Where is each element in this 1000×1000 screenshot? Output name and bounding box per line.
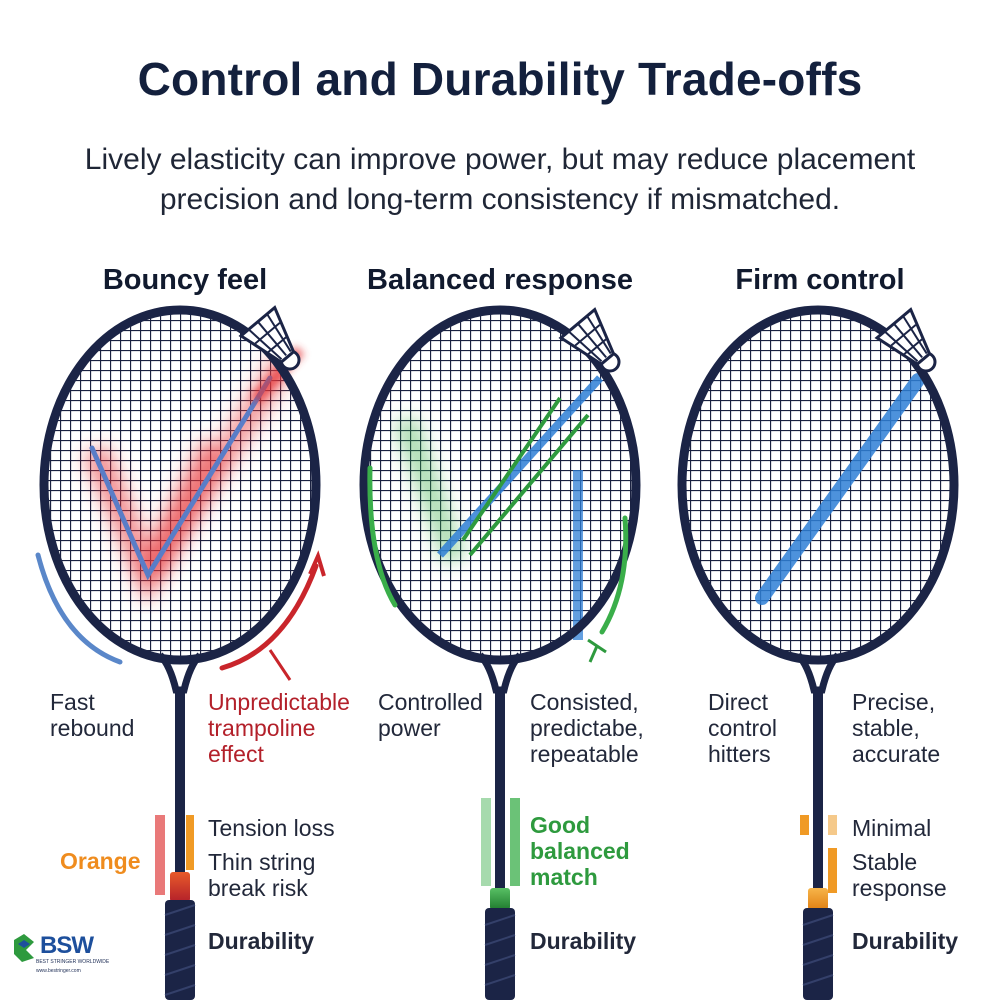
durability-label-firm: Durability: [852, 928, 959, 954]
label-good-balanced-match: Good balanced match: [530, 812, 630, 890]
grip-wrap-bouncy: [164, 904, 196, 996]
shot-path-firm: [755, 373, 925, 605]
label-trampoline-line-3: effect: [208, 741, 264, 767]
shuttlecock-balanced: [558, 307, 621, 373]
label-direct-control: Direct control hitters: [708, 689, 777, 767]
repeatable-pointer: [587, 638, 607, 663]
label-consistent-line-1: Consisted,: [530, 689, 639, 715]
bsw-logo-text: BSW: [40, 932, 94, 959]
page-title: Control and Durability Trade-offs: [137, 53, 863, 105]
power-arrow-2: [468, 413, 590, 557]
durability-bar-2-firm: [828, 815, 837, 835]
label-direct-control-line-1: Direct: [708, 689, 769, 715]
label-trampoline-line-2: trampoline: [208, 715, 316, 741]
subtitle-line-2: precision and long-term consistency if m…: [159, 183, 841, 216]
racket-balanced: [359, 305, 641, 1000]
grip-wrap-firm: [802, 914, 834, 986]
bsw-logo-mark-icon: [14, 934, 34, 962]
subtitle-line-1: Lively elasticity can improve power, but…: [84, 143, 916, 176]
label-tension-loss: Tension loss Thin string break risk: [208, 815, 335, 901]
trampoline-arrow: [308, 550, 326, 577]
shaft-balanced: [495, 688, 505, 888]
shot-path-bouncy: [89, 375, 273, 581]
durability-bar-1-firm: [800, 815, 809, 835]
label-trampoline-effect: Unpredictable trampoline effect: [208, 689, 350, 767]
label-controlled-power-line-2: power: [378, 715, 441, 741]
fast-rebound-arc: [35, 552, 123, 665]
grip-wrap-balanced: [484, 914, 516, 986]
label-fast-rebound-line-1: Fast: [50, 689, 95, 715]
durability-bar-1-balanced: [481, 798, 491, 886]
controlled-power-arc: [367, 465, 398, 608]
durability-label-balanced: Durability: [530, 928, 637, 954]
power-arrow-1: [461, 396, 562, 542]
label-trampoline-line-1: Unpredictable: [208, 689, 350, 715]
racket-firm: [677, 305, 959, 1000]
durability-bar-3-firm: [828, 848, 837, 893]
label-direct-control-line-2: control: [708, 715, 778, 741]
consistency-bar: [573, 470, 583, 640]
grip-firm: [803, 908, 833, 1000]
label-minimal-stable: Minimal Stable response: [852, 815, 947, 901]
label-fast-rebound: Fast rebound: [50, 689, 134, 741]
durability-bar-2-bouncy: [186, 815, 194, 870]
shuttlecock-firm: [874, 307, 937, 373]
grip-collar-balanced: [490, 888, 510, 910]
frame-head-balanced: [359, 305, 641, 665]
panel-title-bouncy: Bouncy feel: [102, 264, 268, 296]
label-consistent-line-3: repeatable: [530, 741, 639, 767]
durability-label-bouncy: Durability: [208, 928, 315, 954]
page-subtitle: Lively elasticity can improve power, but…: [40, 140, 960, 220]
note-thin-string: Thin string: [208, 849, 316, 875]
grip-collar-bouncy: [170, 872, 190, 902]
frame-head-bouncy: [39, 305, 321, 665]
note-balanced: balanced: [530, 838, 630, 864]
panel-title-balanced: Balanced response: [367, 264, 633, 296]
label-fast-rebound-line-2: rebound: [50, 715, 135, 741]
note-match: match: [530, 864, 598, 890]
label-precise-line-3: accurate: [852, 741, 941, 767]
note-break-risk: break risk: [208, 875, 308, 901]
label-precise-line-2: stable,: [852, 715, 920, 741]
panel-title-firm: Firm control: [735, 264, 905, 296]
label-precise-line-1: Precise,: [852, 689, 936, 715]
label-consistent: Consisted, predictabe, repeatable: [530, 689, 644, 767]
note-tension-loss: Tension loss: [208, 815, 335, 841]
grip-balanced: [485, 908, 515, 1000]
shot-path-balanced: [437, 375, 603, 558]
racket-bouncy: [35, 305, 326, 1000]
label-precise: Precise, stable, accurate: [852, 689, 940, 767]
grip-collar-firm: [808, 888, 828, 910]
repeatable-arc: [599, 515, 629, 635]
frame-head-firm: [677, 305, 959, 665]
label-direct-control-line-3: hitters: [708, 741, 771, 767]
bsw-logo-url: www.bestringer.com: [36, 968, 81, 974]
string-bed-firm: [682, 310, 954, 660]
note-stable: Stable: [852, 849, 918, 875]
trampoline-pointer: [268, 649, 292, 681]
shaft-bouncy: [175, 688, 185, 873]
durability-bar-2-balanced: [510, 798, 520, 886]
note-minimal: Minimal: [852, 815, 932, 841]
label-controlled-power: Controlled power: [378, 689, 483, 741]
bsw-logo: BSW BEST STRINGER WORLDWIDE www.bestring…: [10, 930, 120, 978]
note-response: response: [852, 875, 947, 901]
label-controlled-power-line-1: Controlled: [378, 689, 483, 715]
shaft-firm: [813, 688, 823, 888]
label-consistent-line-2: predictabe,: [530, 715, 644, 741]
bsw-logo-tagline: BEST STRINGER WORLDWIDE: [36, 959, 110, 965]
shuttlecock-bouncy: [238, 305, 301, 371]
durability-bar-1-bouncy: [155, 815, 165, 895]
trampoline-arc: [219, 563, 319, 671]
note-good: Good: [530, 812, 591, 838]
label-orange: Orange: [60, 848, 141, 874]
